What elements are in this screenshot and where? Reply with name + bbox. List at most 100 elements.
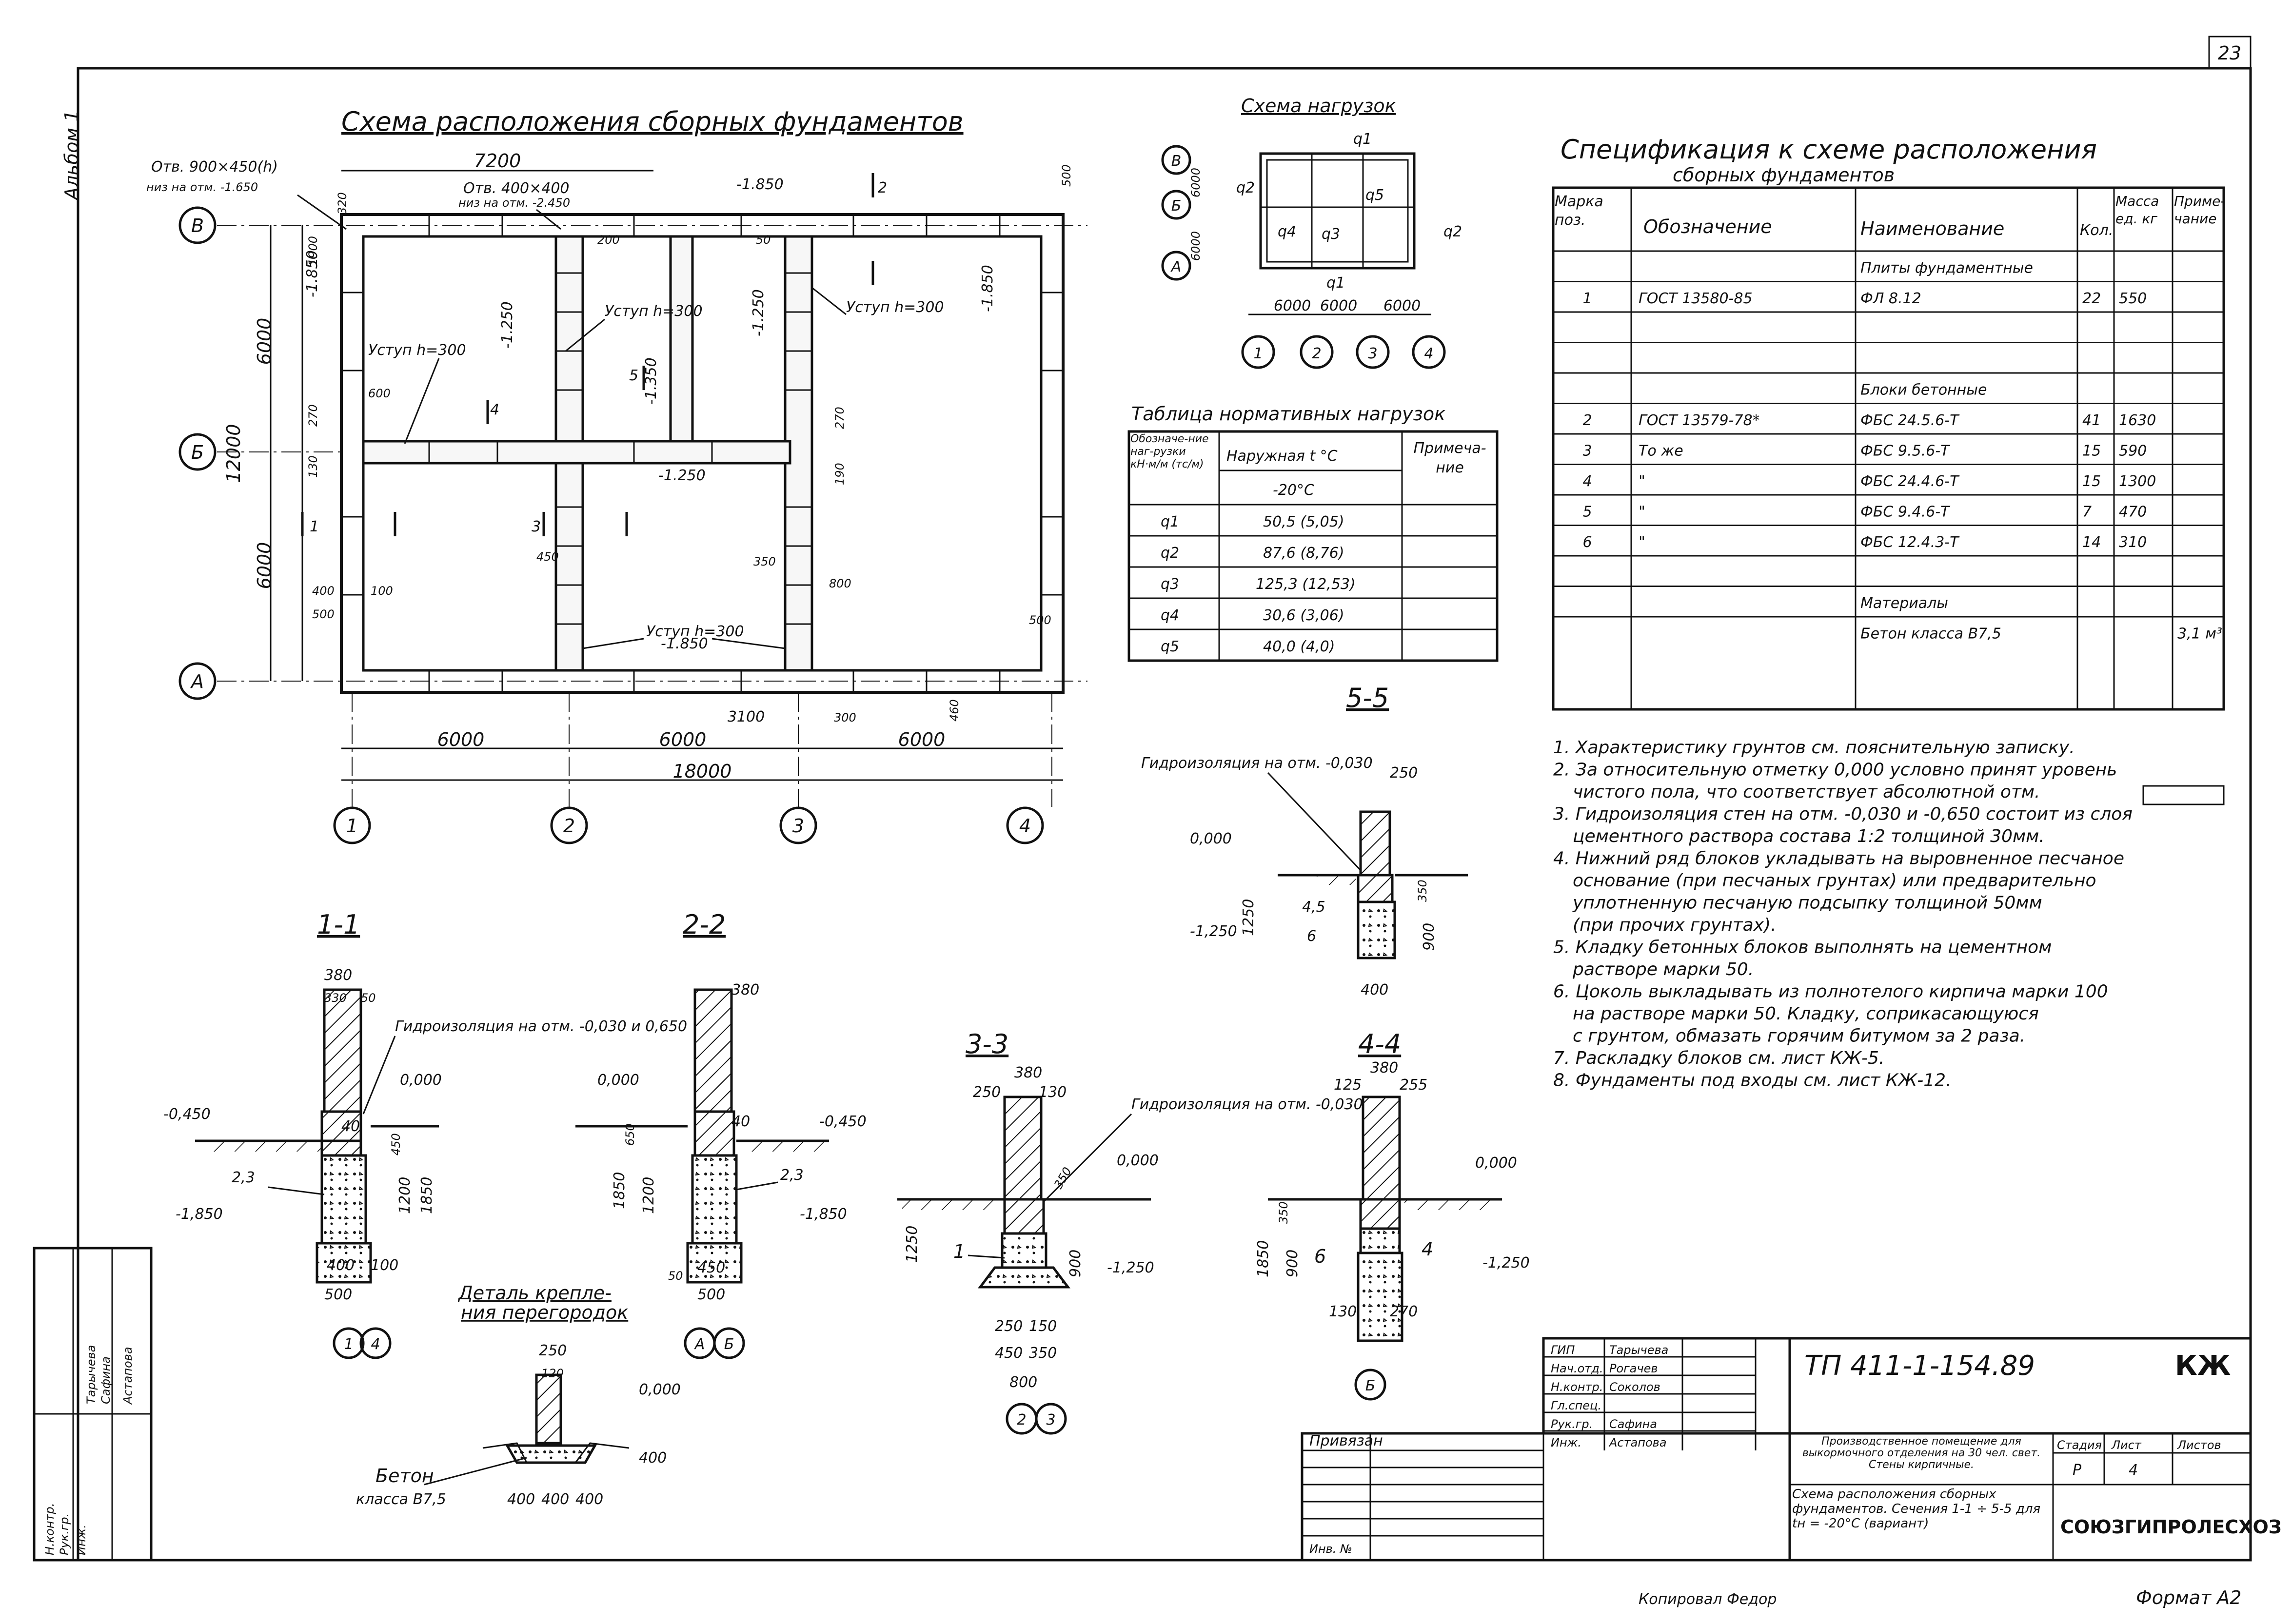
- page-number: 23: [2218, 42, 2241, 64]
- s33-level-2: -1,250: [1107, 1259, 1154, 1276]
- tb-doc-code: ТП 411-1-154.89: [1804, 1350, 2035, 1382]
- spec-cell-qty: 7: [2082, 504, 2092, 521]
- dim-7200: 7200: [474, 150, 521, 172]
- s33-dim-350b: 350: [1029, 1345, 1057, 1362]
- small-dim-500: 500: [312, 607, 335, 621]
- tb-sheet-desc: Схема расположения сборных фундаментов. …: [1792, 1487, 2041, 1531]
- axis-bubble-a: [178, 662, 217, 700]
- axis-bubble-3: [779, 806, 817, 844]
- notes: 1. Характеристику грунтов см. пояснитель…: [1553, 738, 2133, 1091]
- ls-q5: q5: [1365, 187, 1384, 204]
- spec-header-name: Наименование: [1860, 218, 2004, 239]
- loads-row-5-val: 40,0 (4,0): [1263, 638, 1335, 655]
- s22-dim-650: 650: [623, 1123, 637, 1146]
- loads-row-3-val: 125,3 (12,53): [1256, 576, 1356, 593]
- ls-q1-bottom: q1: [1326, 274, 1345, 292]
- plan-title: Схема расположения сборных фундаментов: [341, 106, 964, 137]
- s22-level-1: 0,000: [597, 1072, 639, 1089]
- ls-q3: q3: [1322, 226, 1340, 243]
- spec-cell-designation: ": [1639, 504, 1645, 521]
- tb-name-6: Астапова: [1608, 1436, 1667, 1449]
- small-dim-1900: 1900: [306, 236, 320, 266]
- note-line: (при прочих грунтах).: [1573, 915, 1777, 935]
- s11-axis-1: 1: [344, 1336, 353, 1353]
- s44-dim-380: 380: [1370, 1059, 1398, 1076]
- tb-stage-label: Стадия: [2057, 1438, 2102, 1452]
- absolute-level-box: [2142, 785, 2225, 805]
- s22-dim-500: 500: [697, 1286, 725, 1303]
- tb-role-2: Нач.отд.: [1551, 1362, 1603, 1375]
- spec-title-2: сборных фундаментов: [1673, 164, 1895, 186]
- dim-6000-3: 6000: [898, 729, 946, 750]
- axis-label-b: Б: [191, 442, 204, 463]
- spec-header-designation: Обозначение: [1643, 216, 1772, 237]
- s11-dim-330: 330: [324, 991, 347, 1005]
- spec-cell-name: ФБС 12.4.3-Т: [1860, 534, 1960, 551]
- opening-1-level: низ на отм. -1.650: [146, 180, 258, 194]
- ls-q2: q2: [1236, 179, 1255, 196]
- detail-dim-120: 120: [541, 1367, 564, 1380]
- spec-title-1: Спецификация к схеме расположения: [1561, 134, 2097, 165]
- step-label-1: Уступ h=300: [605, 303, 703, 320]
- s44-dim-350: 350: [1277, 1201, 1290, 1224]
- album-label: Альбом 1: [61, 110, 82, 201]
- s55-mark-6: 6: [1307, 928, 1316, 945]
- s22-dim-50: 50: [668, 1269, 683, 1283]
- detail-concrete-1: Бетон: [375, 1465, 434, 1487]
- s55-dim-400: 400: [1361, 981, 1388, 998]
- spec-header-mark: Марка поз.: [1555, 193, 1603, 229]
- opening-2-level: низ на отм. -2.450: [458, 196, 570, 210]
- axis-label-v: В: [191, 215, 204, 236]
- dim-6000-v2: 6000: [254, 542, 275, 589]
- section-4-4: 4-4 380 125 255 350 1850 900 130 270 0,0…: [1255, 1029, 1530, 1401]
- loads-table-title: Таблица нормативных нагрузок: [1131, 403, 1445, 425]
- spec-cell-name: Блоки бетонные: [1860, 382, 1987, 399]
- spec-cell-mass: 550: [2119, 290, 2147, 307]
- small-dim-460: 460: [948, 699, 961, 722]
- small-dim-400: 400: [312, 584, 335, 598]
- spec-cell-designation: ": [1639, 473, 1645, 490]
- note-line: 8. Фундаменты под входы см. лист КЖ-12.: [1553, 1071, 1952, 1091]
- ls-axis-3: 3: [1368, 345, 1377, 362]
- level-2: -1.250: [499, 301, 516, 349]
- opening-1-size: Отв. 900×450(h): [151, 158, 278, 176]
- s11-level-3: -1,850: [176, 1206, 223, 1223]
- small-dim-500b: 500: [1060, 164, 1073, 187]
- loads-row-1-q: q1: [1161, 513, 1179, 530]
- spec-cell-mass: 1630: [2119, 412, 2156, 429]
- note-line: 7. Раскладку блоков см. лист КЖ-5.: [1553, 1048, 1884, 1068]
- cut-mark-3: 3: [532, 518, 541, 535]
- note-line: чистого пола, что соответствует абсолютн…: [1573, 782, 2040, 802]
- detail-dim-400b: 400: [507, 1491, 535, 1508]
- tb-role-3: Н.контр.: [1551, 1380, 1603, 1394]
- axis-label-a: А: [190, 671, 204, 692]
- title-block: ГИП Нач.отд. Н.контр. Гл.спец. Рук.гр. И…: [1301, 1337, 2282, 1562]
- s33-dim-350: 350: [1051, 1165, 1074, 1191]
- s22-dim-1850: 1850: [611, 1172, 628, 1209]
- hydro-label-2: Гидроизоляция на отм. -0,030: [1131, 1096, 1363, 1113]
- tb-mark: КЖ: [2175, 1350, 2231, 1382]
- detail-level: 0,000: [639, 1381, 681, 1398]
- s55-level-1: 0,000: [1190, 830, 1232, 847]
- axis-bubble-4: [1006, 806, 1044, 844]
- s44-dim-900: 900: [1284, 1250, 1301, 1277]
- s44-axis-b: Б: [1365, 1377, 1376, 1394]
- s33-axis-2: 2: [1017, 1411, 1026, 1428]
- s22-title: 2-2: [683, 909, 726, 940]
- s22-axis-a: А: [694, 1336, 705, 1353]
- level-4: -1.250: [750, 289, 767, 336]
- s33-title: 3-3: [966, 1029, 1008, 1059]
- spec-cell-designation: ГОСТ 13580-85: [1639, 290, 1753, 307]
- left-stamp-name-3: Астапова: [121, 1347, 135, 1405]
- spec-cell-name: ФБС 9.5.6-Т: [1860, 443, 1951, 460]
- dim-6000-1: 6000: [437, 729, 485, 750]
- small-dim-350: 350: [753, 555, 776, 568]
- spec-cell-note: 3,1 м³: [2177, 626, 2222, 643]
- detail-dim-250: 250: [539, 1342, 567, 1359]
- loads-row-2-val: 87,6 (8,76): [1263, 545, 1344, 562]
- opening-2-size: Отв. 400×400: [463, 180, 570, 197]
- s44-dim-125: 125: [1334, 1076, 1362, 1094]
- spec-cell-name: Материалы: [1860, 595, 1948, 612]
- small-dim-270: 270: [306, 404, 320, 427]
- format-label: Формат А2: [2136, 1587, 2241, 1608]
